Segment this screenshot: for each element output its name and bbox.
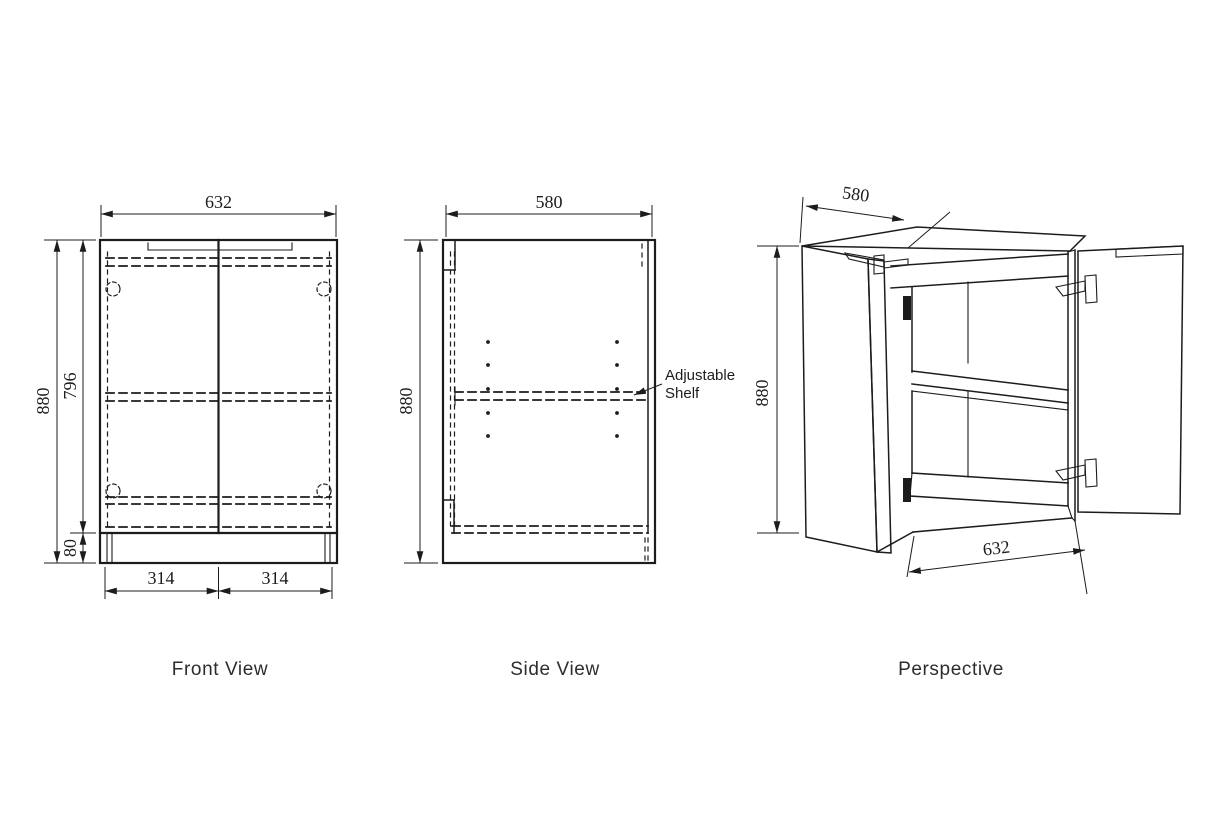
persp-depth-dim: 580 xyxy=(841,182,871,206)
persp-shelf xyxy=(911,370,1069,391)
side-view-dimensions: 580 880 xyxy=(396,192,653,564)
front-view-dimensions: 632 880 796 80 314 314 xyxy=(33,192,337,599)
perspective-cabinet xyxy=(801,226,1184,554)
perspective-view: 880 580 632 Perspective xyxy=(752,182,1184,680)
front-hinge-bottom-left xyxy=(105,483,121,499)
side-depth-dim: 580 xyxy=(536,192,563,212)
front-hinge-top-left xyxy=(105,281,121,297)
persp-left-hinge-bottom xyxy=(903,478,911,502)
front-view-label: Front View xyxy=(172,659,268,680)
front-view: 632 880 796 80 314 314 Front View xyxy=(33,192,339,680)
persp-bottom-panel xyxy=(911,472,1069,484)
side-view-cabinet-outline xyxy=(441,238,657,565)
front-view-cabinet-outline xyxy=(98,238,339,565)
persp-left-door-edge xyxy=(867,258,892,554)
front-right-door-dim: 314 xyxy=(262,568,289,588)
persp-hinge-top xyxy=(1084,274,1098,304)
front-hinge-bottom-right xyxy=(316,483,332,499)
front-view-hidden-lines xyxy=(105,251,332,529)
perspective-view-label: Perspective xyxy=(898,659,1004,680)
front-plinth-height-dim: 80 xyxy=(60,539,80,557)
front-carcass-height-dim: 796 xyxy=(60,373,80,400)
adjustable-shelf-callout: Adjustable Shelf xyxy=(633,367,735,402)
persp-right-door xyxy=(1077,245,1184,515)
persp-hinge-bottom xyxy=(1084,458,1098,488)
persp-width-dim: 632 xyxy=(982,536,1011,559)
persp-left-door-handle xyxy=(883,258,909,269)
callout-leader-line xyxy=(633,383,663,396)
persp-toe-kick xyxy=(912,517,1073,533)
side-view-shelf-pin-holes xyxy=(486,340,619,438)
persp-right-door-handle xyxy=(1115,245,1184,258)
persp-top-rail xyxy=(890,253,1069,267)
persp-top-panel xyxy=(801,226,1087,252)
side-view-hidden-lines xyxy=(449,243,649,562)
side-view: 580 880 Adjustable Shelf Side View xyxy=(396,192,735,680)
side-carcass xyxy=(441,238,657,565)
front-hinge-top-right xyxy=(316,281,332,297)
side-height-dim: 880 xyxy=(396,388,416,415)
side-view-label: Side View xyxy=(510,659,600,680)
callout-text-line2: Shelf xyxy=(665,385,700,402)
perspective-dimensions: 880 580 632 xyxy=(752,182,1088,595)
front-height-dim: 880 xyxy=(33,388,53,415)
persp-left-hinge-top xyxy=(903,296,911,320)
persp-height-dim: 880 xyxy=(752,380,772,407)
persp-left-side-panel xyxy=(801,245,878,553)
front-left-door-dim: 314 xyxy=(148,568,175,588)
front-width-dim: 632 xyxy=(205,192,232,212)
callout-text-line1: Adjustable xyxy=(665,367,735,384)
